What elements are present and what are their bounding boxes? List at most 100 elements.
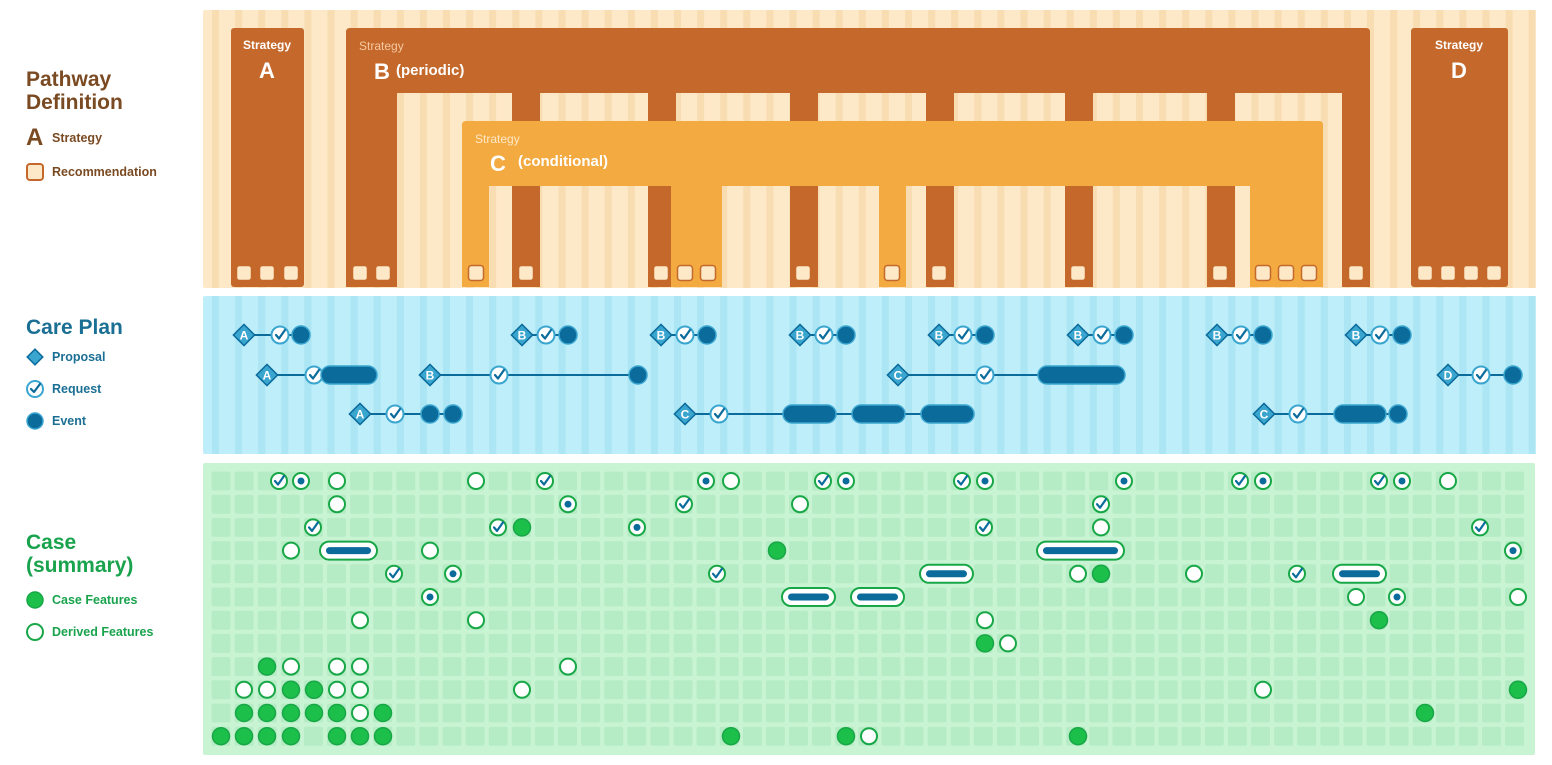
case-cell — [1320, 633, 1340, 653]
case-cell — [1112, 726, 1132, 746]
derived-check-icon — [492, 521, 505, 532]
case-cell — [511, 657, 531, 677]
case-cell — [858, 680, 878, 700]
case-cell — [1297, 703, 1317, 723]
case-features — [211, 472, 1528, 746]
case-cell — [558, 703, 577, 723]
care-stripe — [1320, 296, 1328, 454]
request-check-icon — [713, 407, 726, 419]
care-stripe — [650, 296, 658, 454]
case-cell — [1458, 541, 1478, 561]
case-cell — [581, 541, 601, 561]
proposal-label: B — [426, 369, 435, 383]
case-cell — [1135, 471, 1155, 491]
case-cell — [789, 517, 808, 537]
proposal-diamond — [788, 323, 812, 347]
case-cell — [1389, 657, 1409, 677]
derived-feature-ring — [860, 727, 878, 746]
case-cell — [280, 564, 300, 584]
case-cell — [789, 471, 808, 491]
case-cell — [234, 517, 254, 537]
care-stripe — [881, 296, 889, 454]
case-cell — [303, 726, 323, 746]
case-cell — [627, 633, 647, 653]
case-cell — [1204, 517, 1224, 537]
recommendation-square — [676, 264, 694, 282]
case-feature-dot — [975, 634, 995, 653]
case-cell — [765, 494, 785, 514]
case-cell — [1112, 610, 1132, 630]
case-cell — [396, 494, 416, 514]
strategy-d-caption: Strategy — [1435, 38, 1483, 52]
case-cell — [1343, 726, 1363, 746]
case-cell — [488, 657, 508, 677]
case-cell — [1482, 494, 1501, 514]
request-circle — [536, 325, 556, 345]
case-cell — [1343, 680, 1363, 700]
case-cell — [1482, 587, 1501, 607]
event-span — [1037, 365, 1126, 385]
strategy-b-qualifier: (periodic) — [396, 62, 464, 79]
case-cell — [789, 703, 808, 723]
strategy-c-qualifier: (conditional) — [518, 153, 608, 170]
derived-event-dot — [1393, 593, 1401, 601]
case-cell — [1158, 587, 1178, 607]
case-cell — [534, 703, 554, 723]
derived-feature-ring — [1092, 518, 1110, 537]
case-cell — [1204, 564, 1224, 584]
case-cell — [1343, 471, 1363, 491]
case-cell — [1251, 541, 1270, 561]
case-cell — [719, 633, 739, 653]
case-cell — [627, 471, 647, 491]
case-cell — [1435, 633, 1455, 653]
case-cell — [904, 471, 924, 491]
request-check-icon — [979, 368, 992, 380]
care-stripe — [1159, 296, 1167, 454]
case-cell — [1066, 471, 1086, 491]
request-circle — [675, 325, 695, 345]
case-cell — [211, 633, 231, 653]
case-cell — [719, 657, 739, 677]
case-cell — [1274, 633, 1294, 653]
derived-feature-ring — [282, 657, 300, 676]
care-stripe — [1251, 296, 1259, 454]
recommendation-square — [235, 264, 253, 282]
case-cell — [1020, 610, 1039, 630]
case-cell — [1135, 726, 1155, 746]
event-circle — [836, 325, 856, 345]
case-cell — [1366, 541, 1386, 561]
legend-derived-features-label: Derived Features — [52, 625, 154, 639]
case-cell — [950, 587, 970, 607]
care-stripe — [1367, 296, 1374, 454]
case-cell — [1389, 494, 1409, 514]
pathway-stripe — [327, 10, 335, 288]
proposal-diamond — [1066, 323, 1090, 347]
case-cell — [396, 633, 416, 653]
case-cell — [604, 680, 624, 700]
case-cell — [950, 610, 970, 630]
case-cell — [1181, 517, 1201, 537]
case-cell — [765, 633, 785, 653]
derived-feature-ring — [791, 495, 809, 514]
case-cell — [511, 471, 531, 491]
case-cell — [581, 726, 601, 746]
care-plan-legend: Care Plan Proposal Request Event — [26, 316, 123, 430]
case-cell — [1482, 633, 1501, 653]
event-circle — [291, 325, 311, 345]
case-cell — [488, 610, 508, 630]
case-cell — [742, 587, 762, 607]
care-stripe — [674, 296, 681, 454]
proposal-diamond — [927, 323, 951, 347]
case-cell — [1389, 703, 1409, 723]
case-cell — [558, 541, 577, 561]
pathway-stripe — [419, 10, 427, 288]
case-cell — [1204, 610, 1224, 630]
case-cell — [835, 541, 855, 561]
case-cell — [511, 633, 531, 653]
case-cell — [1343, 703, 1363, 723]
case-cell — [280, 610, 300, 630]
proposal-diamond — [649, 323, 673, 347]
pathway-stripe — [396, 10, 404, 288]
derived-span-bar — [926, 570, 967, 578]
case-cell — [1112, 633, 1132, 653]
